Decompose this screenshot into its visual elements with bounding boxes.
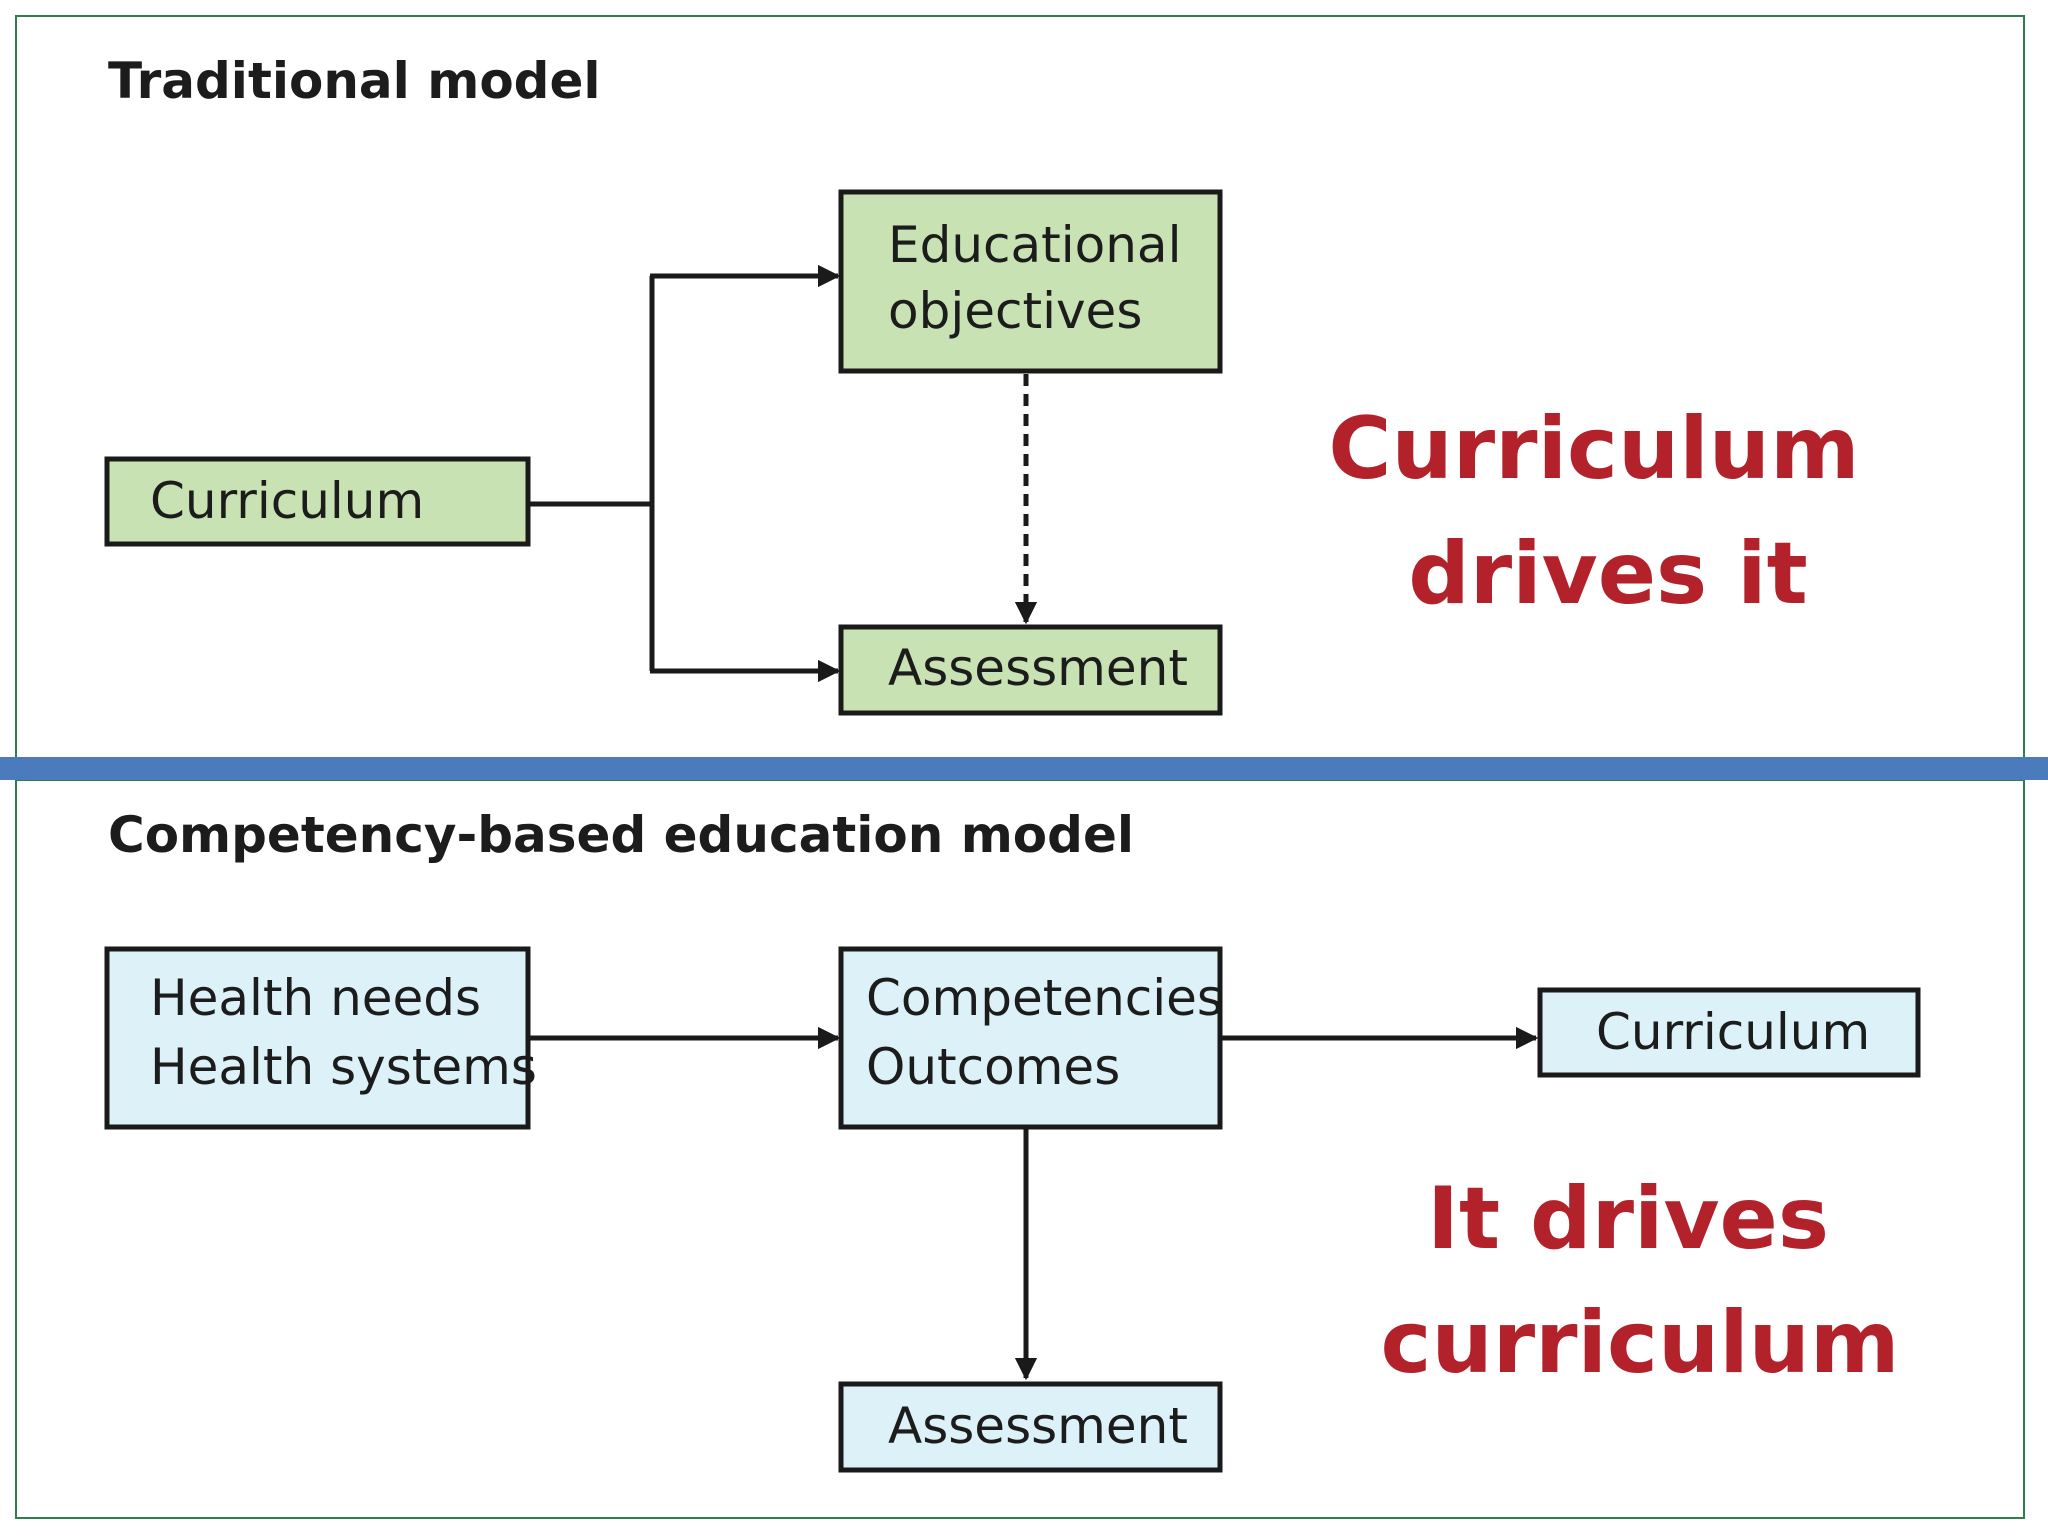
assessment-box-traditional-label: Assessment [888, 639, 1188, 697]
educational-objectives-box [838, 189, 1223, 374]
traditional-callout-line2: drives it [1408, 524, 1808, 624]
competency-title: Competency-based education model [108, 806, 1134, 864]
competencies-label-line2: Outcomes [866, 1038, 1120, 1096]
competency-callout-line2: curriculum [1380, 1293, 1899, 1393]
educational-objectives-label-line2: objectives [888, 282, 1142, 340]
health-needs-label-line1: Health needs [150, 969, 481, 1027]
educational-objectives-label-line1: Educational [888, 216, 1181, 274]
traditional-title: Traditional model [108, 52, 601, 110]
curriculum-box-competency [1537, 987, 1921, 1078]
competencies-label-line1: Competencies [866, 969, 1223, 1027]
health-needs-box [104, 946, 531, 1130]
competencies-box [838, 946, 1223, 1130]
curriculum-box-label: Curriculum [150, 472, 424, 530]
competency-callout-line1: It drives [1427, 1169, 1829, 1269]
curriculum-box [104, 456, 531, 547]
curriculum-box-competency-label: Curriculum [1596, 1003, 1870, 1061]
assessment-box-competency-label: Assessment [888, 1397, 1188, 1455]
section-divider [0, 757, 2048, 780]
assessment-box-traditional [838, 624, 1223, 716]
health-needs-label-line2: Health systems [150, 1038, 537, 1096]
traditional-callout-line1: Curriculum [1328, 399, 1859, 499]
assessment-box-competency [838, 1381, 1223, 1473]
